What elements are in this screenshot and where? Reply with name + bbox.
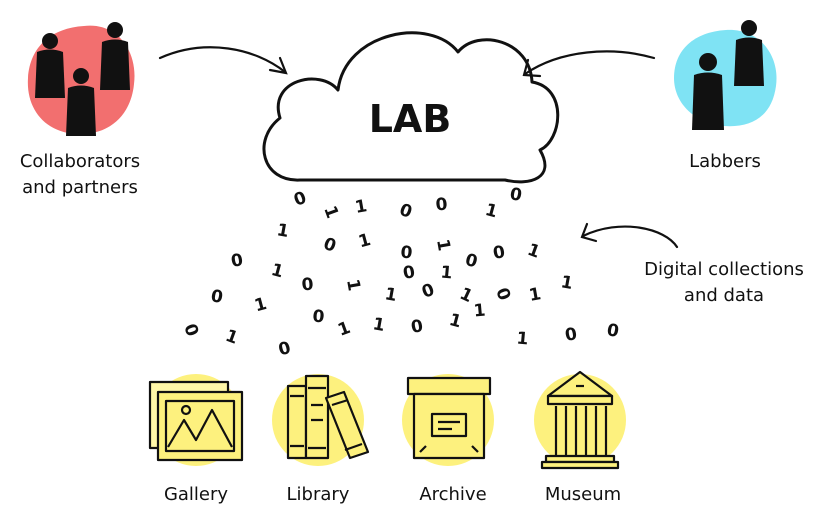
arrow-from-collaborators	[158, 46, 288, 75]
binary-digit: 1	[473, 301, 487, 322]
binary-digit: 1	[335, 318, 353, 341]
labbers-label: Labbers	[689, 151, 761, 172]
binary-digit: 1	[440, 263, 454, 284]
binary-digit: 1	[383, 284, 398, 306]
binary-digit: 0	[410, 316, 425, 338]
binary-digit: 0	[276, 338, 293, 360]
binary-digit: 0	[492, 242, 507, 264]
gallery-label: Gallery	[163, 484, 229, 505]
labber-person-icon	[692, 53, 724, 130]
binary-digit: 1	[432, 238, 454, 253]
digital-collections-label-line2: and data	[683, 285, 765, 306]
binary-digit: 1	[275, 220, 290, 242]
binary-digit: 0	[209, 286, 224, 308]
arrows	[158, 46, 679, 249]
lab-cloud: LAB	[262, 31, 560, 184]
binary-digit: 0	[564, 324, 579, 346]
labber-person-icon	[734, 20, 764, 86]
digital-collections-label: Digital collections and data	[630, 257, 818, 309]
binary-digit: 1	[516, 329, 530, 350]
cloud-shape	[262, 31, 560, 184]
collaborators-group	[27, 22, 135, 136]
binary-digit: 0	[400, 243, 414, 264]
binary-digit: 0	[605, 320, 620, 342]
arrow-from-labbers	[522, 50, 656, 78]
binary-digit: 1	[354, 196, 369, 218]
binary-digit: 1	[223, 326, 241, 349]
binary-digit: 0	[179, 321, 202, 339]
binary-digit: 0	[312, 307, 326, 328]
binary-digit: 0	[291, 188, 309, 211]
binary-digit: 0	[301, 275, 315, 296]
binary-digit: 1	[252, 294, 269, 316]
binary-digit: 0	[435, 195, 449, 216]
binary-digit: 1	[356, 230, 373, 252]
binary-digit: 0	[491, 285, 514, 303]
digital-collections-label-line1: Digital collections	[644, 259, 804, 280]
binary-digit: 1	[269, 260, 286, 282]
arrow-from-digital-collections	[580, 222, 679, 249]
archive-icon	[406, 376, 492, 460]
collaborator-person-icon	[100, 22, 130, 90]
archive-label: Archive	[419, 484, 487, 505]
binary-digit: 1	[528, 284, 543, 306]
binary-digit: 1	[371, 314, 386, 336]
binary-digit: 0	[321, 234, 339, 257]
collaborator-person-icon	[66, 68, 96, 136]
binary-digit: 1	[319, 203, 342, 221]
cloud-label: LAB	[369, 97, 452, 141]
binary-digit: 1	[483, 200, 500, 222]
museum-label: Museum	[544, 484, 622, 505]
binary-digit: 1	[342, 278, 364, 293]
binary-digit: 0	[419, 280, 437, 303]
labbers-group	[674, 20, 777, 130]
binary-digit: 0	[402, 262, 417, 284]
gallery-icon	[148, 380, 244, 462]
collaborator-person-icon	[35, 33, 65, 98]
library-icon	[286, 374, 370, 460]
museum-icon	[540, 370, 620, 470]
binary-digit: 1	[525, 240, 543, 263]
binary-digit: 1	[559, 272, 574, 294]
collaborators-label: Collaborators and partners	[0, 149, 160, 201]
library-label: Library	[286, 484, 350, 505]
collaborators-label-line1: Collaborators	[19, 151, 141, 172]
collaborators-label-line2: and partners	[22, 177, 138, 198]
binary-digit: 0	[508, 184, 523, 206]
binary-digit: 1	[447, 310, 464, 332]
binary-digit: 0	[463, 250, 480, 272]
binary-digit: 0	[397, 200, 415, 223]
binary-digit: 0	[230, 250, 245, 272]
